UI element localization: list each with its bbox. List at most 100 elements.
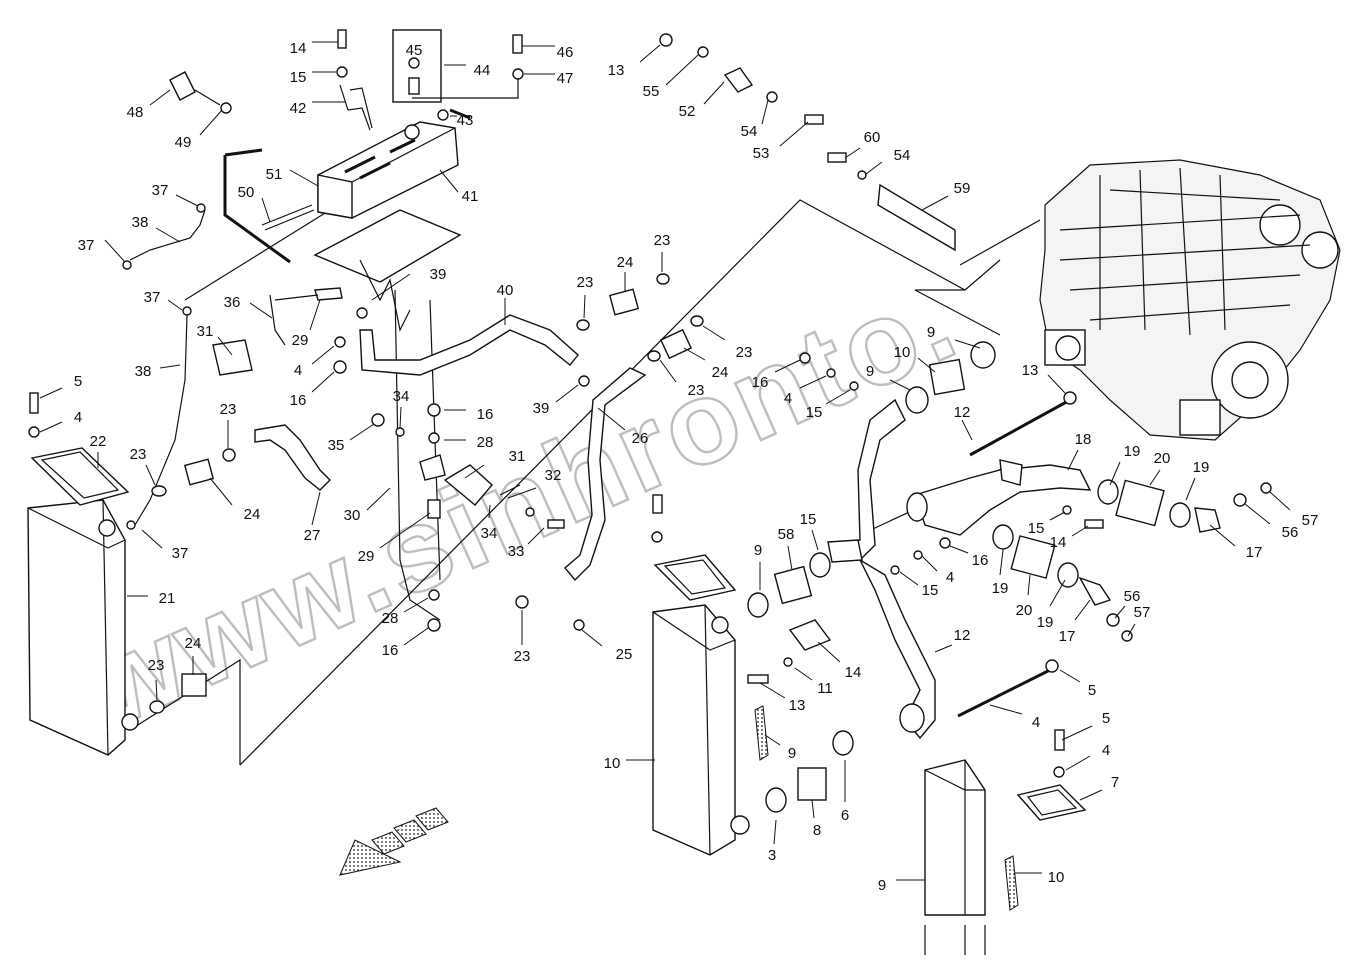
callout-leader-line xyxy=(527,527,545,545)
hose-40 xyxy=(359,314,579,376)
callout-leader-line xyxy=(403,627,429,646)
callout-18: 18 xyxy=(1067,431,1091,471)
callout-leader-line xyxy=(1149,469,1161,486)
rod-12 xyxy=(969,398,1071,457)
callout-number: 15 xyxy=(800,511,817,528)
callout-leader-line xyxy=(961,419,973,441)
callout-4: 4 xyxy=(39,409,82,433)
callout-37: 37 xyxy=(152,182,199,207)
callout-leader-line xyxy=(488,504,491,519)
callout-leader-line xyxy=(921,555,938,572)
callout-3: 3 xyxy=(768,819,777,864)
vent-line xyxy=(129,209,206,261)
callout-leader-line xyxy=(844,147,861,159)
callout-leader-line xyxy=(464,464,485,479)
callout-number: 46 xyxy=(557,44,574,61)
callout-32: 32 xyxy=(507,467,561,499)
callout-13: 13 xyxy=(1022,362,1066,394)
callout-36: 36 xyxy=(224,294,273,319)
callout-number: 23 xyxy=(577,274,594,291)
pipe-18-assembly xyxy=(906,459,1272,642)
callout-number: 10 xyxy=(1048,869,1065,886)
callout-leader-line xyxy=(683,347,706,361)
callout-19: 19 xyxy=(1109,443,1141,486)
callout-number: 8 xyxy=(813,822,821,839)
callout-number: 3 xyxy=(768,847,776,864)
callout-number: 4 xyxy=(294,362,302,379)
callout-leader-line xyxy=(1049,511,1066,521)
callout-number: 33 xyxy=(508,543,525,560)
callout-23: 23 xyxy=(220,401,236,448)
callout-10: 10 xyxy=(1015,869,1064,886)
callout-6: 6 xyxy=(841,760,849,824)
callout-12: 12 xyxy=(934,627,970,653)
callout-29: 29 xyxy=(292,299,321,349)
callout-55: 55 xyxy=(643,54,699,100)
callout-16: 16 xyxy=(444,406,493,423)
level-sensor xyxy=(169,71,232,114)
callout-number: 19 xyxy=(1124,443,1141,460)
callout-number: 37 xyxy=(144,289,161,306)
pipe-26 xyxy=(564,367,647,582)
callout-leader-line xyxy=(399,406,402,429)
callout-number: 53 xyxy=(753,145,770,162)
callout-number: 54 xyxy=(894,147,911,164)
callout-9: 9 xyxy=(878,877,925,894)
callout-number: 23 xyxy=(130,446,147,463)
callout-leader-line xyxy=(1185,477,1196,501)
callout-number: 24 xyxy=(617,254,634,271)
callout-9: 9 xyxy=(764,734,796,762)
callout-number: 45 xyxy=(406,42,423,59)
callout-leader-line xyxy=(774,359,801,373)
callout-34: 34 xyxy=(393,388,410,429)
callout-leader-line xyxy=(311,345,335,365)
callout-19: 19 xyxy=(992,549,1008,597)
callout-number: 16 xyxy=(752,374,769,391)
connection-line xyxy=(129,199,1041,766)
callout-number: 34 xyxy=(393,388,410,405)
callout-19: 19 xyxy=(1185,459,1209,501)
direction-arrow xyxy=(339,807,449,876)
callout-number: 60 xyxy=(864,129,881,146)
callout-4: 4 xyxy=(784,375,827,407)
callout-number: 5 xyxy=(1102,710,1110,727)
callout-leader-line xyxy=(659,359,677,383)
callout-33: 33 xyxy=(508,527,545,560)
callout-35: 35 xyxy=(328,423,375,454)
callout-26: 26 xyxy=(597,407,648,447)
callout-number: 14 xyxy=(290,40,307,57)
callout-39: 39 xyxy=(371,266,446,301)
callout-number: 14 xyxy=(1050,534,1067,551)
callout-number: 24 xyxy=(244,506,261,523)
callout-15: 15 xyxy=(806,389,851,421)
callout-leader-line xyxy=(1059,669,1081,683)
callout-leader-line xyxy=(581,629,603,647)
callout-15: 15 xyxy=(1028,511,1066,537)
pipe-27 xyxy=(254,424,331,491)
callout-53: 53 xyxy=(753,121,809,162)
callout-number: 24 xyxy=(712,364,729,381)
callout-leader-line xyxy=(811,529,819,551)
callout-number: 4 xyxy=(1032,714,1040,731)
callout-47: 47 xyxy=(524,70,573,87)
callout-number: 39 xyxy=(533,400,550,417)
callout-leader-line xyxy=(1244,503,1271,525)
callout-leader-line xyxy=(703,81,725,105)
callout-leader-line xyxy=(934,644,953,653)
callout-leader-line xyxy=(145,464,156,486)
callout-number: 22 xyxy=(90,433,107,450)
callout-30: 30 xyxy=(344,487,391,524)
callout-leader-line xyxy=(639,44,661,63)
callout-15: 15 xyxy=(899,571,938,599)
callout-leader-line xyxy=(439,169,459,193)
callout-20: 20 xyxy=(1016,574,1032,619)
callout-51: 51 xyxy=(266,166,319,187)
callout-leader-line xyxy=(1109,461,1121,486)
callout-23: 23 xyxy=(577,274,594,319)
bracket-59 xyxy=(877,183,956,252)
callout-number: 23 xyxy=(514,648,531,665)
callout-leader-line xyxy=(1114,605,1126,619)
callout-number: 10 xyxy=(894,344,911,361)
callout-48: 48 xyxy=(127,89,171,121)
callout-43: 43 xyxy=(450,112,473,129)
